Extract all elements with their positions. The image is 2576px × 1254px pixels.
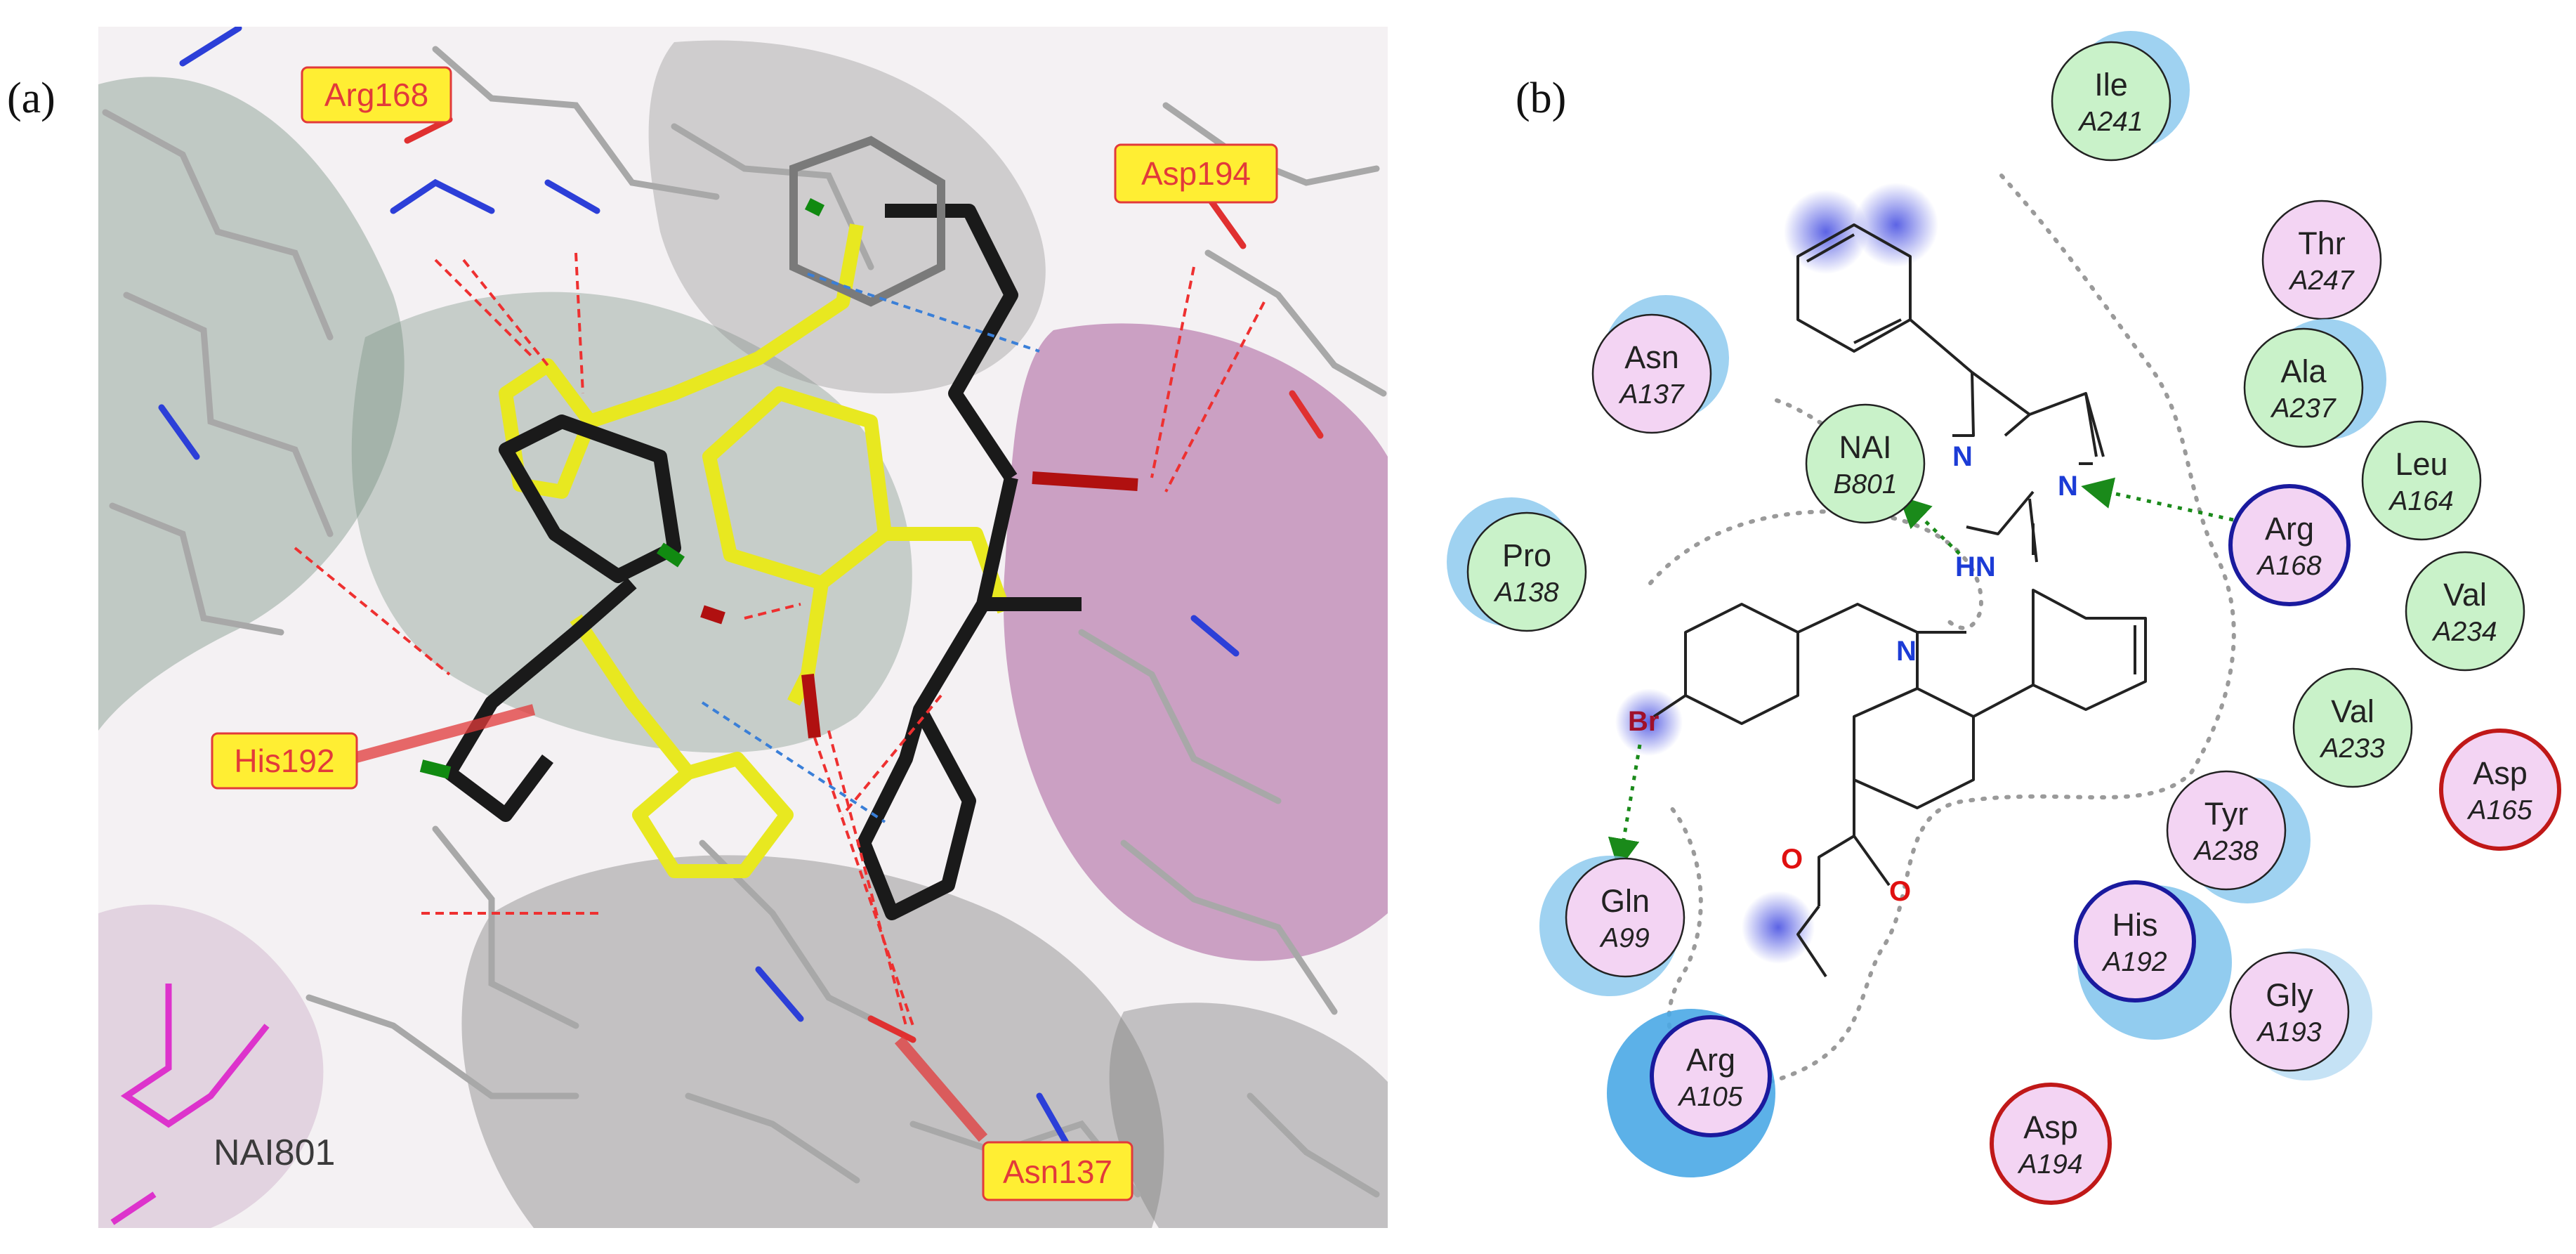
atom-br: Br [1628,706,1659,737]
residue-nai-b801: NAI B801 [1805,403,1926,524]
residue-ile-a241: Ile A241 [2051,31,2190,162]
callout-arg168-label: Arg168 [324,77,428,113]
residue-gly-a193: Gly A193 [2229,948,2372,1080]
panel-a-letter: (a) [7,74,55,122]
callout-asn137-label: Asn137 [1003,1154,1112,1190]
residue-name: Asp [2023,1109,2078,1145]
exposure-spot-br [1615,688,1683,756]
residue-id: A138 [1493,577,1558,608]
panel-b-interaction-diagram: N N HN N Br O O Ile A241 Thr A247 [1447,31,2561,1205]
residue-name: Leu [2395,446,2447,482]
residue-id: A238 [2193,836,2258,866]
residue-name: His [2112,907,2158,943]
residue-name: Gly [2266,977,2313,1013]
callout-his192: His192 [211,704,536,790]
residue-id: A99 [1599,923,1649,953]
residue-ala-a237: Ala A237 [2243,319,2386,448]
surface-grey-bottom [461,855,1164,1228]
protein-nitrogen-sticks [158,27,1240,1149]
panel-a-red-contacts [294,252,1266,1026]
residue-id: A233 [2319,733,2384,764]
atom-o-carbonyl: O [1889,876,1911,907]
exposure-spot-ethyl [1742,891,1815,964]
residue-tyr-a238: Tyr A238 [2166,770,2311,903]
atom-hn: HN [1955,551,1996,582]
residue-name: Val [2331,693,2374,729]
residue-name: NAI [1839,429,1891,465]
atom-n-quinoline: N [1896,636,1917,667]
residue-arg-a168: Arg A168 [2228,484,2351,606]
residue-asp-a165: Asp A165 [2439,729,2561,851]
panel-b-letter: (b) [1516,74,1566,122]
residue-val-a233: Val A233 [2292,667,2413,788]
residue-name: Asn [1624,339,1679,375]
panel-a-molecular-render: Arg168 Asp194 His192 Asn137 NAI801 [98,27,1388,1228]
pocket-outline-inner [1648,509,1983,630]
residue-id: A234 [2431,617,2497,647]
residue-arg-a105: Arg A105 [1607,1009,1775,1177]
residue-name: Ala [2280,353,2327,389]
callout-asn137: Asn137 [894,1036,1133,1201]
nai801-label: NAI801 [213,1132,335,1173]
residue-id: A194 [2017,1149,2082,1180]
residue-name: Ile [2094,67,2128,103]
residue-leu-a164: Leu A164 [2361,420,2482,541]
residue-gln-a99: Gln A99 [1539,856,1685,996]
residue-name: Arg [2265,511,2314,547]
atom-n2: N [2058,471,2078,502]
residue-id: B801 [1833,469,1897,499]
residue-name: Pro [1502,537,1551,573]
residue-asn-a137: Asn A137 [1591,295,1729,434]
residue-id: A165 [2466,795,2532,825]
atom-n1: N [1952,441,1973,472]
callout-asp194-label: Asp194 [1141,155,1251,192]
callout-asp194: Asp194 [1114,143,1278,204]
ligand-atoms: N N HN N Br O O [1628,441,2078,907]
residue-id: A168 [2256,551,2321,581]
ligand-oxygen-sticks [700,471,1138,738]
atom-o-ester: O [1781,844,1803,875]
residue-id: A192 [2101,947,2167,977]
residue-name: Tyr [2204,796,2249,832]
ligand-2d-bonds [1652,223,2147,978]
ligand-grey-ring [789,136,945,307]
residue-name: Thr [2298,226,2346,261]
residue-name: Asp [2473,755,2528,791]
hbond-arrows [1608,477,2234,870]
residue-id: A105 [1677,1082,1742,1112]
residue-id: A247 [2288,266,2354,296]
residue-name: Val [2443,577,2487,613]
callout-arg168: Arg168 [301,66,452,124]
residue-asp-a194: Asp A194 [1990,1083,2112,1205]
residue-his-a192: His A192 [2074,880,2232,1040]
residue-pro-a138: Pro A138 [1447,497,1587,632]
residue-thr-a247: Thr A247 [2261,200,2382,320]
callout-his192-label: His192 [234,743,334,779]
residue-id: A193 [2256,1017,2321,1047]
residue-name: Arg [1686,1042,1735,1078]
pocket-outline-nai [1775,398,1842,438]
residue-id: A237 [2270,393,2336,424]
surface-grey-bottom-right [1109,1002,1388,1228]
residue-id: A164 [2388,486,2453,516]
nai-magenta-sticks [110,984,270,1225]
residue-id: A241 [2077,107,2143,137]
residue-name: Gln [1601,883,1650,919]
residue-id: A137 [1618,379,1684,410]
surface-pink-bottom-left [98,904,324,1228]
ligand-chlorine-sticks [419,197,825,779]
panel-a-blue-contacts [701,273,1040,823]
surface-green-left [98,77,405,731]
exposure-spot-phenyl-b [1854,183,1938,267]
residue-val-a234: Val A234 [2405,551,2525,672]
pocket-outline [1667,174,2236,1086]
